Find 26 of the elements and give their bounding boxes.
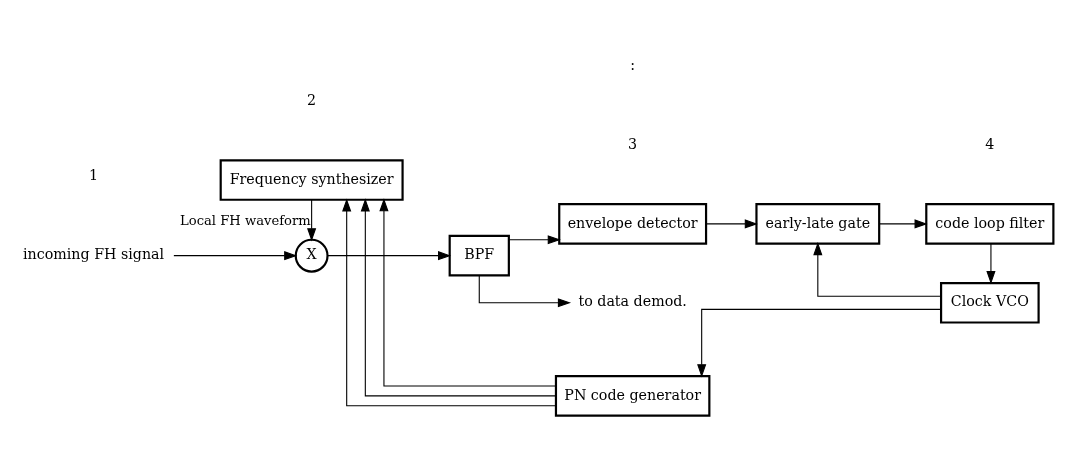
label: 3 [628,135,638,152]
node-text: incoming FH signal [23,245,165,262]
arrow [173,250,298,260]
arrow [478,274,572,307]
arrow [508,234,561,244]
label: 2 [307,91,317,108]
arrow [878,218,928,228]
label: 4 [985,135,995,152]
node-box: envelope detector [558,202,708,245]
label: : [630,56,636,73]
arrow [705,218,758,228]
node-box: code loop filter [925,202,1055,245]
node-box: PN code generator [554,374,711,417]
arrow [813,241,942,297]
node-box: early-late gate [755,202,881,245]
node-circle: X [294,238,329,273]
node-box: BPF [448,234,510,276]
node-text: to data demod. [578,292,687,309]
arrow [307,198,317,241]
label: 1 [89,166,99,183]
arrow [697,308,942,377]
arrow [327,250,452,260]
arrow [986,242,996,284]
node-box: Frequency synthesizer [219,158,404,201]
node-box: Clock VCO [940,281,1040,324]
edge-label: Local FH waveform [180,212,311,228]
